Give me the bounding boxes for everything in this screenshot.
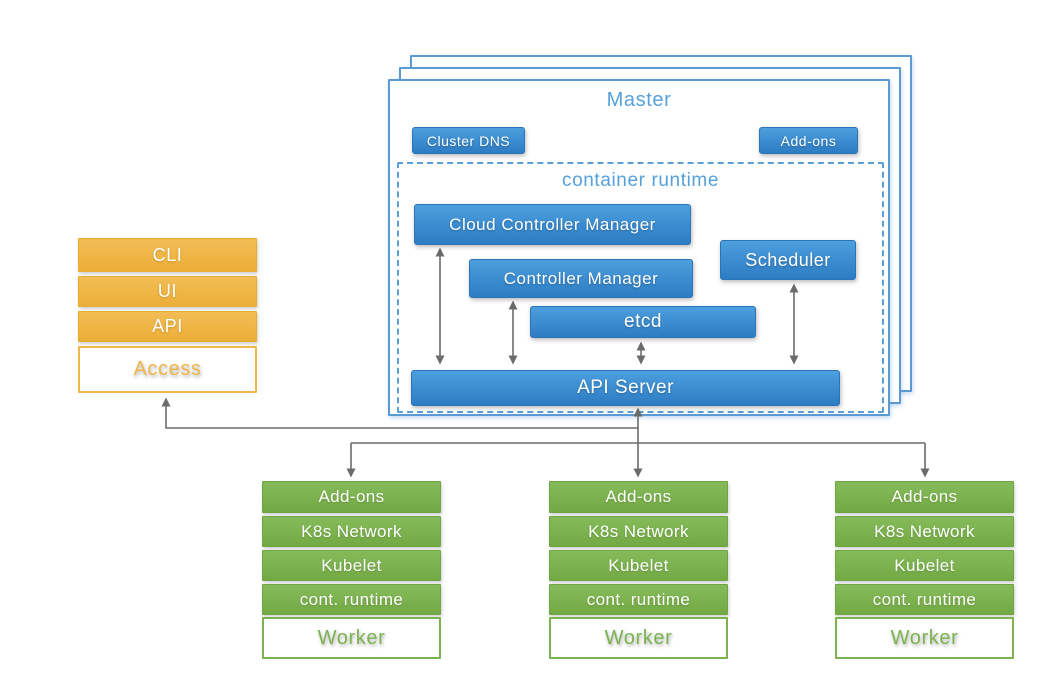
worker3-row-addons: Add-ons (835, 481, 1014, 513)
master-box: Master Cluster DNS Add-ons container run… (388, 79, 890, 416)
worker2-row-kubelet: Kubelet (549, 550, 728, 581)
access-item-ui: UI (78, 276, 257, 307)
worker1-label-box: Worker (262, 617, 441, 659)
cluster-dns-box: Cluster DNS (412, 127, 525, 154)
worker1-row-cont-runtime: cont. runtime (262, 584, 441, 615)
master-addons-box: Add-ons (759, 127, 858, 154)
container-runtime-box: container runtime Cloud Controller Manag… (397, 162, 884, 413)
worker2-row-cont-runtime: cont. runtime (549, 584, 728, 615)
cloud-controller-manager-box: Cloud Controller Manager (414, 204, 691, 245)
master-title: Master (606, 89, 672, 111)
access-item-cli: CLI (78, 238, 257, 272)
worker1-row-kubelet: Kubelet (262, 550, 441, 581)
container-runtime-title: container runtime (562, 170, 719, 191)
access-item-api: API (78, 311, 257, 342)
worker1-row-addons: Add-ons (262, 481, 441, 513)
worker2-row-k8s-network: K8s Network (549, 516, 728, 547)
worker3-row-cont-runtime: cont. runtime (835, 584, 1014, 615)
controller-manager-box: Controller Manager (469, 259, 693, 298)
worker3-row-kubelet: Kubelet (835, 550, 1014, 581)
scheduler-box: Scheduler (720, 240, 856, 280)
worker3-label-box: Worker (835, 617, 1014, 659)
api-server-box: API Server (411, 370, 840, 406)
worker1-row-k8s-network: K8s Network (262, 516, 441, 547)
worker3-row-k8s-network: K8s Network (835, 516, 1014, 547)
worker2-label-box: Worker (549, 617, 728, 659)
worker2-row-addons: Add-ons (549, 481, 728, 513)
access-label-box: Access (78, 346, 257, 393)
etcd-box: etcd (530, 306, 756, 338)
